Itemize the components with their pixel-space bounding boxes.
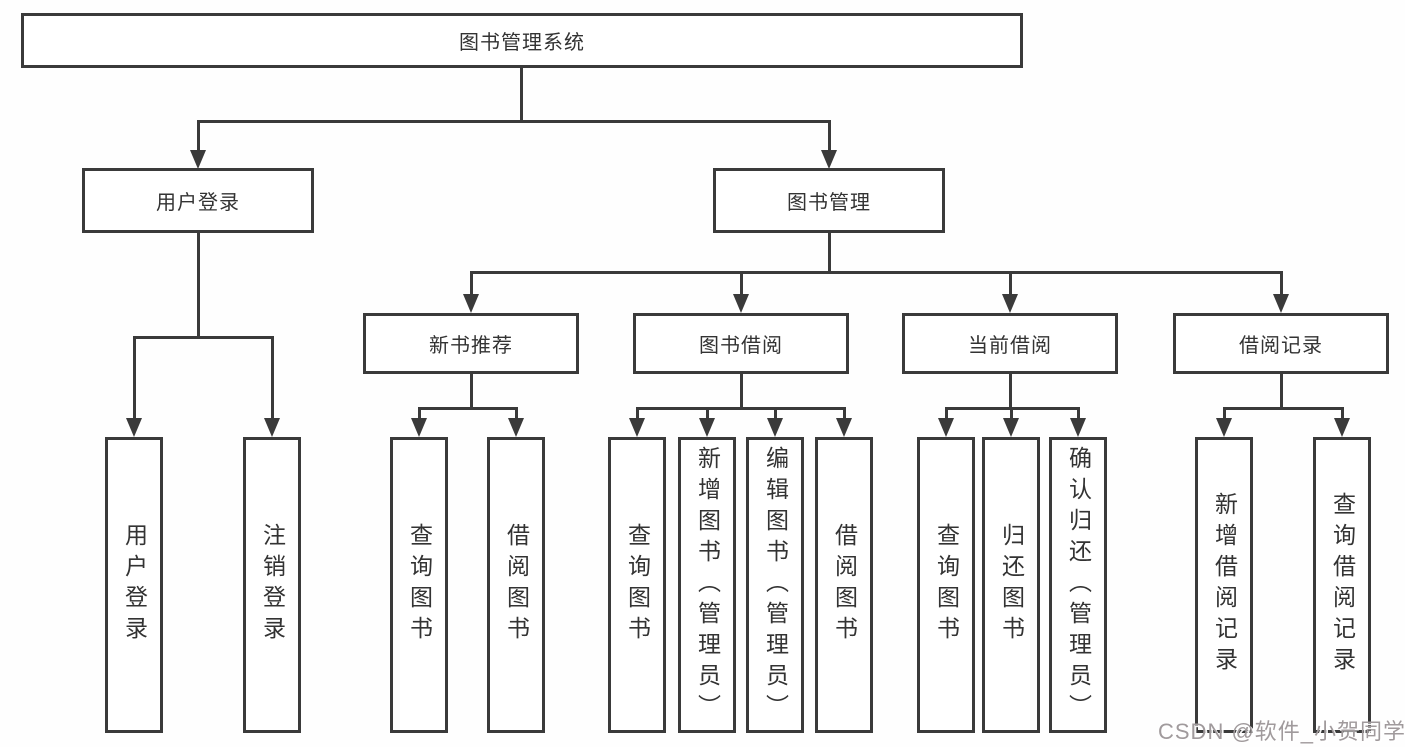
connector-currentborrow-stem (1009, 374, 1012, 407)
node-newbook-borrow-books: 借阅图书 (487, 437, 545, 733)
connector-bookborrow-bar (636, 407, 845, 410)
arrowhead-login-leaf (126, 418, 142, 437)
arrowhead-cb-return (1003, 418, 1019, 437)
connector-drop-book-management (828, 120, 831, 152)
arrowhead-cb-query (938, 418, 954, 437)
node-current-borrowing: 当前借阅 (902, 313, 1118, 374)
connector-records-bar (1223, 407, 1343, 410)
connector-drop-current-borrow (1009, 271, 1012, 297)
csdn-watermark: CSDN @软件_小贺同学 (1158, 719, 1405, 744)
node-borrowing-records: 借阅记录 (1173, 313, 1389, 374)
arrowhead-user-login (190, 150, 206, 169)
connector-bookmgmt-stem (828, 233, 831, 271)
node-label: 图书管理系统 (459, 32, 585, 54)
node-leaf-logout: 注销登录 (243, 437, 301, 733)
node-label: 用户登录 (156, 192, 240, 214)
node-label: 查询图书 (624, 523, 651, 647)
node-confirm-return-admin: 确认归还（管理员） (1049, 437, 1107, 733)
connector-drop-rec-query (1341, 407, 1344, 421)
node-user-login: 用户登录 (82, 168, 314, 233)
connector-userlogin-stem (197, 233, 200, 336)
connector-newbook-bar (418, 407, 518, 410)
node-query-borrow-record: 查询借阅记录 (1313, 437, 1371, 733)
connector-drop-bb-edit (774, 407, 777, 421)
arrowhead-newbook-borrow (508, 418, 524, 437)
arrowhead-bb-edit (767, 418, 783, 437)
node-edit-books-admin: 编辑图书（管理员） (746, 437, 804, 733)
node-label: 新增图书（管理员） (694, 445, 721, 725)
node-label: 用户登录 (121, 523, 148, 647)
node-label: 借阅记录 (1239, 335, 1323, 357)
node-book-borrowing: 图书借阅 (633, 313, 849, 374)
node-label: 编辑图书（管理员） (762, 445, 789, 725)
connector-drop-bb-query (636, 407, 639, 421)
arrowhead-rec-add (1216, 418, 1232, 437)
node-add-borrow-record: 新增借阅记录 (1195, 437, 1253, 733)
connector-bookmgmt-bar (470, 271, 1283, 274)
connector-drop-newbook-query (418, 407, 421, 421)
arrowhead-bb-add (699, 418, 715, 437)
connector-drop-cb-query (945, 407, 948, 421)
connector-drop-borrow-records (1280, 271, 1283, 297)
node-label: 借阅图书 (503, 523, 530, 647)
node-label: 图书借阅 (699, 335, 783, 357)
node-label: 注销登录 (259, 523, 286, 647)
node-label: 当前借阅 (968, 335, 1052, 357)
node-leaf-user-login: 用户登录 (105, 437, 163, 733)
arrowhead-borrow-records (1273, 294, 1289, 313)
node-label: 查询借阅记录 (1329, 492, 1356, 678)
node-return-books: 归还图书 (982, 437, 1040, 733)
arrowhead-new-book (463, 294, 479, 313)
connector-userlogin-bar (133, 336, 274, 339)
node-new-book-recommendation: 新书推荐 (363, 313, 579, 374)
connector-root-bar (197, 120, 831, 123)
node-borrowing-borrow-books: 借阅图书 (815, 437, 873, 733)
connector-root-stem (520, 68, 523, 120)
node-label: 新增借阅记录 (1211, 492, 1238, 678)
arrowhead-bb-query (629, 418, 645, 437)
node-newbook-query-books: 查询图书 (390, 437, 448, 733)
connector-drop-bb-borrow (843, 407, 846, 421)
arrowhead-rec-query (1334, 418, 1350, 437)
node-book-management: 图书管理 (713, 168, 945, 233)
node-label: 新书推荐 (429, 335, 513, 357)
connector-newbook-stem (470, 374, 473, 407)
node-label: 查询图书 (406, 523, 433, 647)
arrowhead-book-management (821, 150, 837, 169)
connector-drop-rec-add (1223, 407, 1226, 421)
node-label: 归还图书 (998, 523, 1025, 647)
connector-records-stem (1280, 374, 1283, 407)
arrowhead-cb-confirm (1070, 418, 1086, 437)
connector-drop-new-book (470, 271, 473, 297)
node-library-management-system: 图书管理系统 (21, 13, 1023, 68)
node-label: 查询图书 (933, 523, 960, 647)
node-label: 借阅图书 (831, 523, 858, 647)
connector-drop-book-borrow (740, 271, 743, 297)
node-add-books-admin: 新增图书（管理员） (678, 437, 736, 733)
connector-drop-bb-add (706, 407, 709, 421)
node-label: 图书管理 (787, 192, 871, 214)
arrowhead-newbook-query (411, 418, 427, 437)
connector-drop-user-login (197, 120, 200, 152)
connector-drop-newbook-borrow (515, 407, 518, 421)
connector-drop-logout-leaf (271, 336, 274, 421)
arrowhead-current-borrow (1002, 294, 1018, 313)
connector-drop-cb-confirm (1077, 407, 1080, 421)
connector-drop-login-leaf (133, 336, 136, 421)
node-label: 确认归还（管理员） (1065, 445, 1092, 725)
arrowhead-bb-borrow (836, 418, 852, 437)
node-current-query-books: 查询图书 (917, 437, 975, 733)
connector-drop-cb-return (1010, 407, 1013, 421)
arrowhead-logout-leaf (264, 418, 280, 437)
connector-bookborrow-stem (740, 374, 743, 407)
arrowhead-book-borrow (733, 294, 749, 313)
node-borrowing-query-books: 查询图书 (608, 437, 666, 733)
